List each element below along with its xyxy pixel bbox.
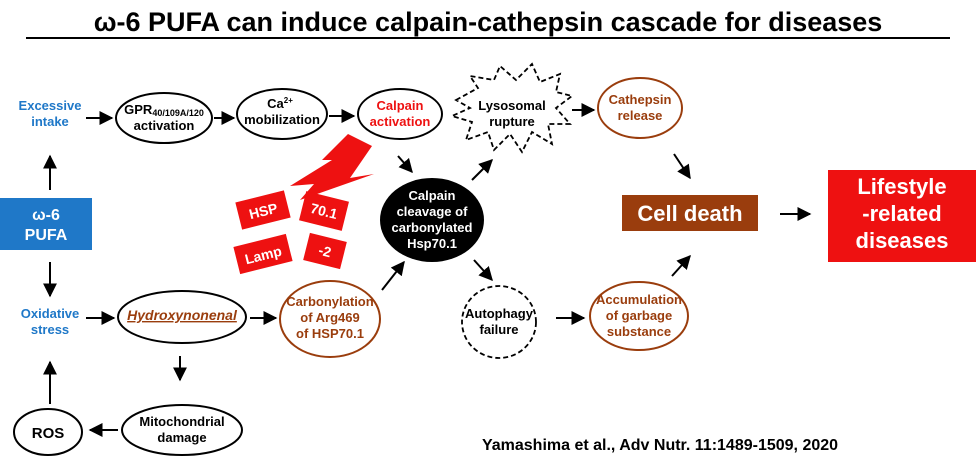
- excessive-intake-line1: Excessive: [19, 98, 82, 113]
- oxidative-stress-line1: Oxidative: [21, 306, 80, 321]
- hydroxynonenal-label: Hydroxynonenal: [127, 307, 238, 323]
- lysosomal-rupture-line1: Lysosomal: [478, 98, 545, 113]
- lysosomal-rupture-node: Lysosomal rupture: [449, 62, 575, 154]
- mitochondrial-damage-line1: Mitochondrial: [139, 414, 224, 429]
- ros-node: ROS: [13, 408, 83, 456]
- cell-death-node: Cell death: [622, 195, 758, 231]
- gpr-line1: GPR40/109A/120: [124, 102, 204, 118]
- accumulation-line2: of garbage: [606, 308, 672, 323]
- carbonylation-line3: of HSP70.1: [296, 326, 364, 341]
- lifestyle-diseases-line2: -related: [862, 201, 941, 226]
- cathepsin-release-node: Cathepsin release: [597, 77, 683, 139]
- calpain-activation-line1: Calpain: [377, 98, 424, 113]
- pufa-line2: PUFA: [25, 227, 68, 244]
- calpain-cleavage-line4: Hsp70.1: [407, 236, 457, 251]
- lightning-bolt-icon: [290, 134, 374, 200]
- cell-death-label: Cell death: [637, 201, 742, 226]
- badge-neg2: -2: [303, 232, 347, 270]
- gpr-activation-node: GPR40/109A/120 activation: [115, 92, 213, 144]
- ca-mobilization-node: Ca2+ mobilization: [236, 88, 328, 140]
- ca-line1: Ca2+: [267, 96, 293, 111]
- accumulation-node: Accumulation of garbage substance: [589, 281, 689, 351]
- ca-line2: mobilization: [244, 112, 320, 127]
- calpain-cleavage-line3: carbonylated: [392, 220, 473, 235]
- citation: Yamashima et al., Adv Nutr. 11:1489-1509…: [482, 437, 838, 454]
- carbonylation-node: Carbonylation of Arg469 of HSP70.1: [279, 280, 381, 358]
- gpr-line2: activation: [134, 118, 195, 133]
- badge-70-1: 70.1: [299, 191, 349, 231]
- accumulation-line3: substance: [607, 324, 671, 339]
- mitochondrial-damage-line2: damage: [157, 430, 206, 445]
- carbonylation-line2: of Arg469: [300, 310, 359, 325]
- diagram-title: ω-6 PUFA can induce calpain-cathepsin ca…: [94, 7, 883, 37]
- autophagy-failure-line1: Autophagy: [465, 306, 534, 321]
- oxidative-stress-node: Oxidative stress: [21, 306, 80, 337]
- pufa-node: ω-6 PUFA: [0, 198, 92, 250]
- calpain-activation-line2: activation: [370, 114, 431, 129]
- calpain-activation-node: Calpain activation: [357, 88, 443, 140]
- lysosomal-rupture-line2: rupture: [489, 114, 535, 129]
- arrow-cathepsin-to-death: [673, 153, 691, 180]
- arrow-cleavage-to-autophagy: [473, 259, 493, 282]
- autophagy-failure-line2: failure: [479, 322, 518, 337]
- arrow-carbonylation-to-cleavage: [381, 260, 405, 291]
- excessive-intake-node: Excessive intake: [19, 98, 82, 129]
- lifestyle-diseases-line3: diseases: [856, 228, 949, 253]
- arrow-cleavage-to-rupture: [471, 159, 493, 181]
- cathepsin-release-line1: Cathepsin: [609, 92, 672, 107]
- ros-label: ROS: [32, 425, 65, 442]
- excessive-intake-line2: intake: [31, 114, 69, 129]
- lifestyle-diseases-line1: Lifestyle: [857, 174, 946, 199]
- calpain-cleavage-line2: cleavage of: [397, 204, 468, 219]
- arrow-calpain-to-cleavage: [397, 155, 413, 174]
- lifestyle-diseases-node: Lifestyle -related diseases: [828, 170, 976, 262]
- arrows: [43, 103, 812, 437]
- cathepsin-release-line2: release: [618, 108, 663, 123]
- accumulation-line1: Accumulation: [596, 292, 682, 307]
- arrow-accumulation-to-death: [671, 254, 691, 277]
- badge-neg2-label: -2: [317, 242, 333, 261]
- badge-hsp-label: HSP: [247, 200, 279, 222]
- badge-hsp: HSP: [235, 190, 291, 230]
- badge-70-1-label: 70.1: [309, 200, 340, 222]
- carbonylation-line1: Carbonylation: [286, 294, 373, 309]
- calpain-cleavage-line1: Calpain: [409, 188, 456, 203]
- badge-lamp: Lamp: [233, 233, 293, 275]
- oxidative-stress-line2: stress: [31, 322, 69, 337]
- calpain-cleavage-node: Calpain cleavage of carbonylated Hsp70.1: [380, 178, 484, 262]
- hydroxynonenal-node: Hydroxynonenal: [117, 290, 247, 344]
- mitochondrial-damage-node: Mitochondrial damage: [121, 404, 243, 456]
- autophagy-failure-node: Autophagy failure: [461, 285, 537, 359]
- pufa-line1: ω-6: [32, 207, 60, 224]
